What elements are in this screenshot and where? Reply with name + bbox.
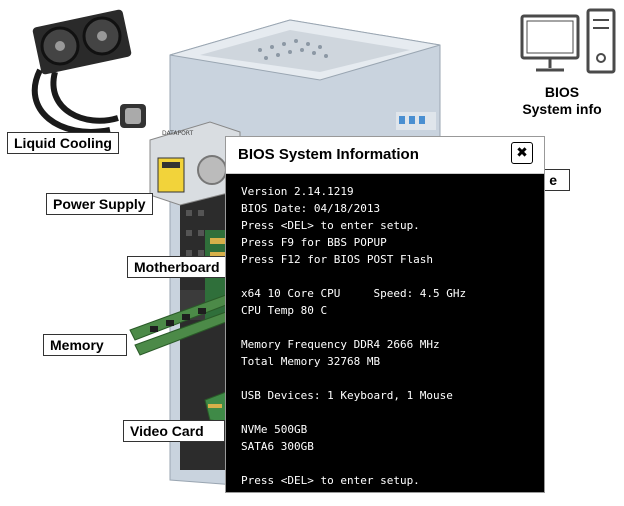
- console-line-total-memory: Total Memory 32768 MB: [241, 355, 381, 368]
- bios-info-dialog: BIOS System Information ✖ Version 2.14.1…: [226, 137, 544, 492]
- dialog-titlebar: BIOS System Information ✖: [226, 137, 544, 174]
- liquid-cooler-image: [31, 9, 146, 135]
- computer-icon[interactable]: [520, 8, 620, 80]
- close-icon[interactable]: ✖: [511, 142, 533, 164]
- console-line-version: Version 2.14.1219: [241, 185, 354, 198]
- console-line-nvme: NVMe 500GB: [241, 423, 308, 436]
- label-power-supply: Power Supply: [46, 193, 153, 215]
- bios-icon-caption-line2: System info: [522, 101, 602, 117]
- console-line-bios-date: BIOS Date: 04/18/2013: [241, 202, 381, 215]
- bios-icon-caption-line1: BIOS: [544, 84, 580, 100]
- console-spacer: [241, 370, 537, 387]
- label-liquid-cooling: Liquid Cooling: [7, 132, 119, 154]
- console-spacer: [241, 455, 537, 472]
- label-video-card: Video Card: [123, 420, 225, 442]
- console-line-sata: SATA6 300GB: [241, 440, 314, 453]
- console-spacer: [241, 319, 537, 336]
- console-line-press-f12: Press F12 for BIOS POST Flash: [241, 253, 434, 266]
- console-spacer: [241, 404, 537, 421]
- console-line-memory-frequency: Memory Frequency DDR4 2666 MHz: [241, 338, 440, 351]
- console-line-cpu: x64 10 Core CPU Speed: 4.5 GHz: [241, 287, 467, 300]
- power-supply-image: DATAPORT: [149, 121, 241, 206]
- console-line-usb-devices: USB Devices: 1 Keyboard, 1 Mouse: [241, 389, 453, 402]
- dialog-title: BIOS System Information: [238, 146, 419, 163]
- label-motherboard: Motherboard: [127, 256, 227, 278]
- console-spacer: [241, 268, 537, 285]
- label-memory: Memory: [43, 334, 127, 356]
- console-line-press-del: Press <DEL> to enter setup.: [241, 219, 420, 232]
- console-line-press-f9: Press F9 for BBS POPUP: [241, 236, 387, 249]
- console-line-cpu-temp: CPU Temp 80 C: [241, 304, 328, 317]
- console-line-press-del-footer: Press <DEL> to enter setup.: [241, 474, 420, 487]
- svg-text:DATAPORT: DATAPORT: [162, 130, 194, 137]
- bios-console-output: Version 2.14.1219 BIOS Date: 04/18/2013 …: [241, 183, 537, 489]
- bios-icon-caption[interactable]: BIOS System info: [512, 84, 612, 118]
